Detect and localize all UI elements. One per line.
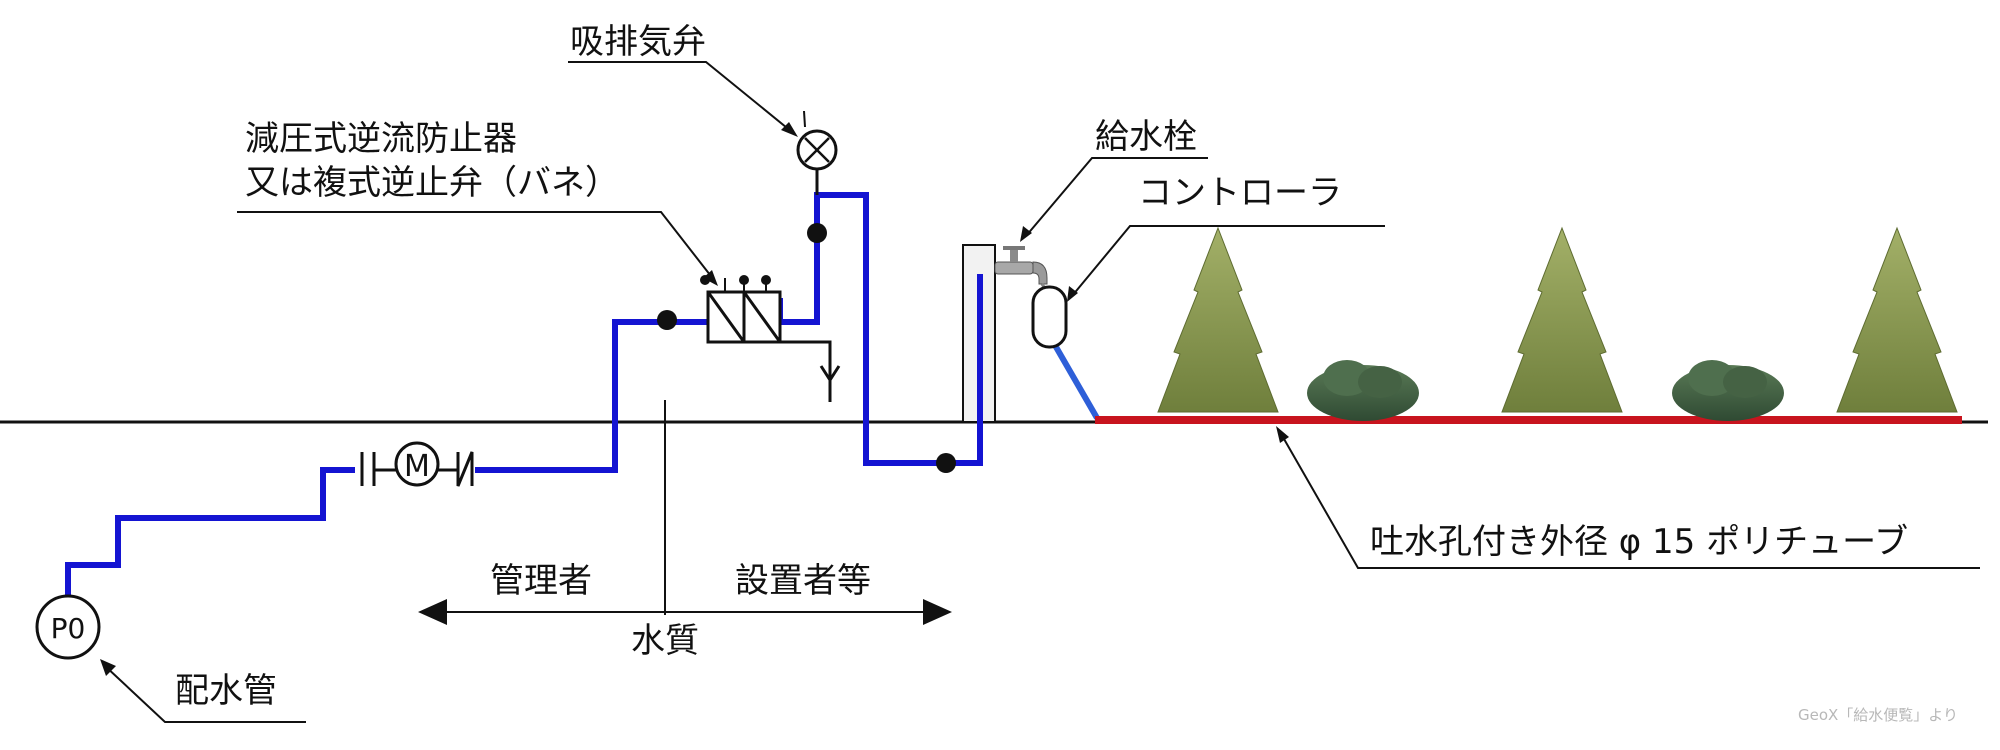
drain-pipe	[780, 340, 832, 402]
shrub-icon	[1672, 360, 1784, 421]
conifer-tree-icon	[1501, 226, 1623, 413]
supply-pipe	[65, 298, 783, 600]
installer-label: 設置者等	[735, 561, 871, 601]
faucet-arrowhead	[1020, 226, 1032, 242]
meter-assembly: M	[355, 441, 475, 487]
shrub-icon	[1307, 360, 1419, 421]
range-arrow-left	[418, 599, 447, 625]
tube-arrowhead	[1276, 426, 1289, 443]
conifer-tree-icon	[1836, 226, 1958, 413]
supply-pipe-riser	[780, 192, 983, 466]
backflow-label-line2: 又は複式逆止弁（バネ）	[245, 163, 619, 203]
range-arrow-right	[923, 599, 952, 625]
pump-label: P0	[51, 612, 86, 645]
air-valve-arrowhead	[781, 122, 798, 137]
air-release-valve	[796, 129, 838, 195]
controller-hose	[1049, 338, 1100, 420]
main-pipe-leader	[103, 664, 306, 723]
junction-dot	[936, 453, 956, 473]
air-valve-tick	[803, 110, 806, 128]
controller-body	[1031, 285, 1068, 349]
air-valve-label: 吸排気弁	[570, 22, 706, 62]
faucet-icon	[994, 246, 1048, 285]
main-pipe-arrowhead	[100, 659, 116, 676]
faucet-label: 給水栓	[1095, 117, 1197, 157]
main-pipe-label: 配水管	[175, 671, 277, 711]
source-credit: GeoX「給水便覧」より	[1798, 706, 1958, 724]
air-valve-leader	[568, 61, 793, 133]
backflow-preventer	[700, 275, 841, 402]
backflow-arrowhead	[703, 270, 718, 286]
meter-label: M	[404, 449, 430, 484]
backflow-leader	[237, 211, 715, 281]
faucet-leader	[1025, 157, 1208, 237]
junction-dot	[657, 310, 677, 330]
conifer-tree-icon	[1157, 226, 1279, 413]
controller-label: コントローラ	[1138, 173, 1342, 213]
backflow-label-line1: 減圧式逆流防止器	[245, 119, 517, 159]
drain-outlet-symbol	[819, 365, 841, 383]
controller-arrowhead	[1067, 286, 1078, 302]
controller-leader	[1071, 225, 1385, 297]
check-valve-symbol	[456, 451, 474, 487]
pump-symbol	[35, 594, 101, 660]
meter-symbol	[394, 441, 440, 487]
junction-dot	[807, 223, 827, 243]
water-quality-label: 水質	[631, 621, 699, 661]
tube-label: 吐水孔付き外径 φ 15 ポリチューブ	[1370, 522, 1908, 562]
manager-label: 管理者	[490, 561, 592, 601]
tube-leader	[1279, 431, 1980, 569]
